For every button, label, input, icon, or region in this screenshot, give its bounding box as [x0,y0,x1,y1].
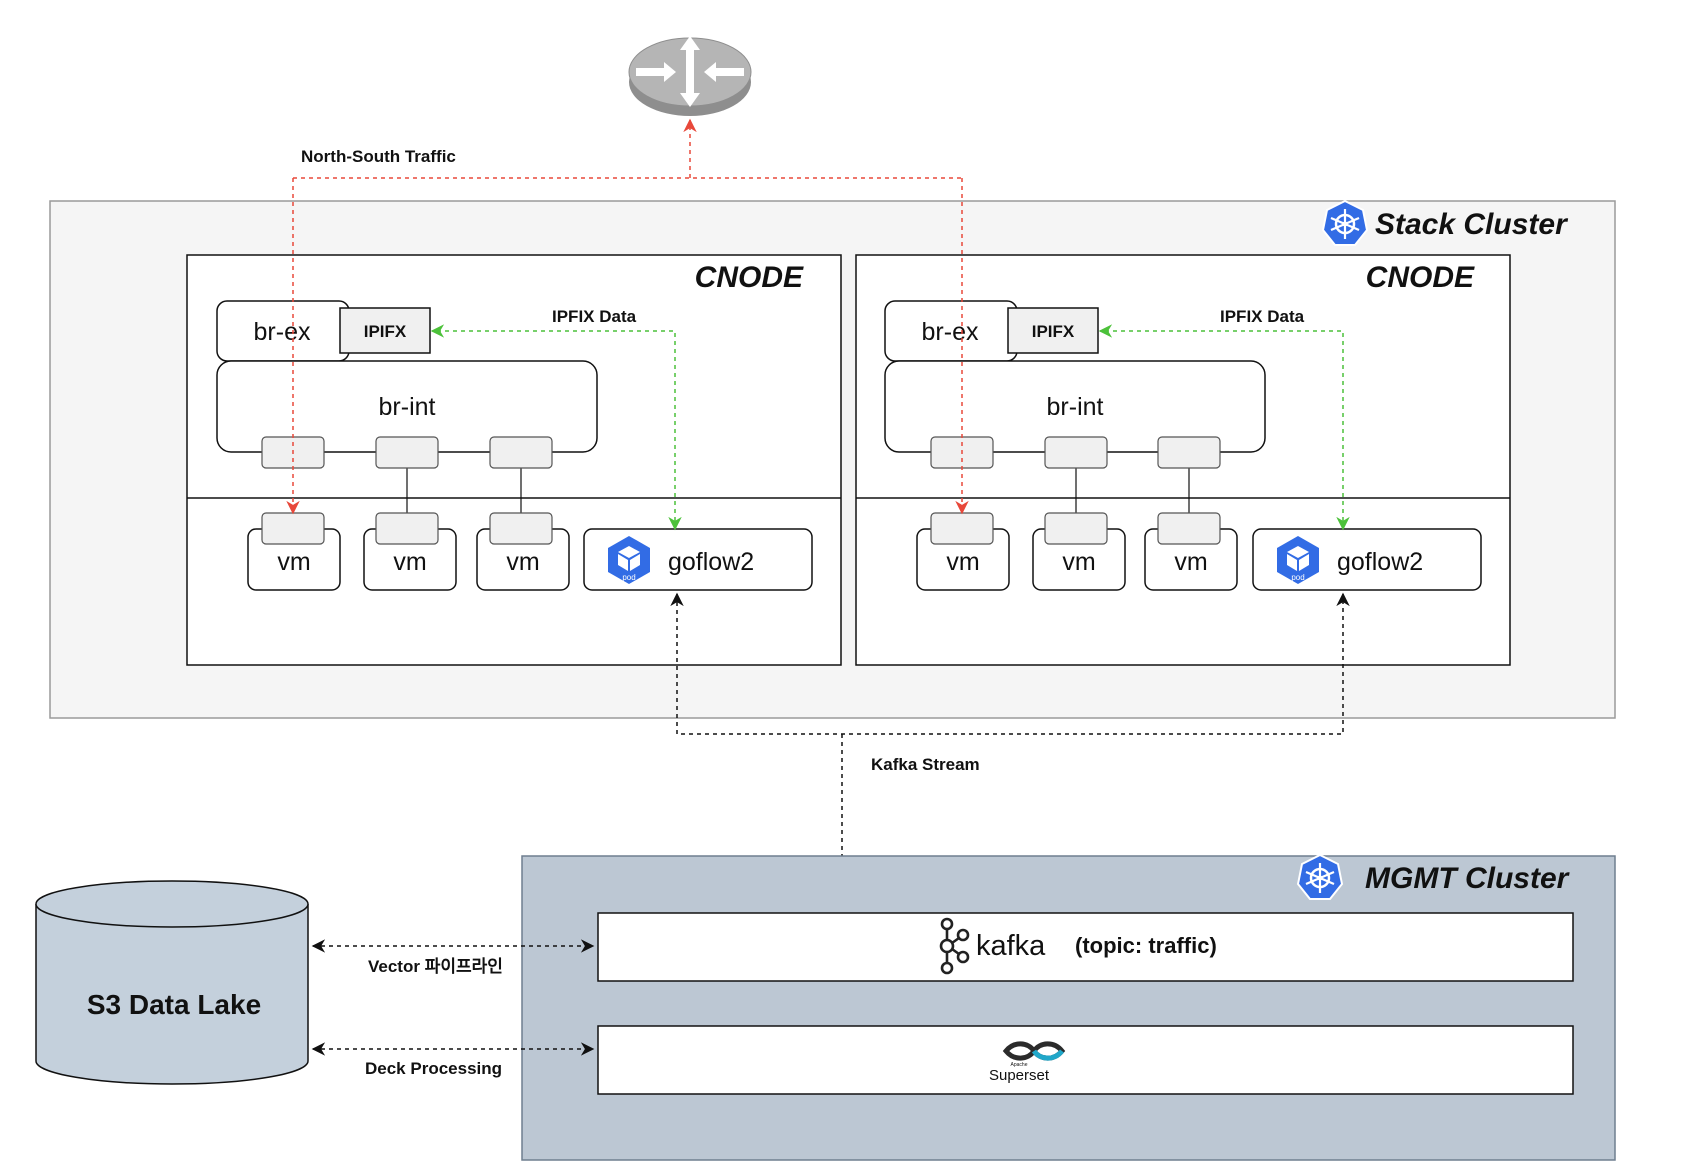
router-icon [628,36,752,116]
cnode-2: CNODE br-ex IPIFX br-int vm vm vm pod go… [855,254,1511,666]
north-south-label: North-South Traffic [301,147,456,166]
vector-pipeline-label: Vector 파이프라인 [368,957,503,976]
ipfix-data-arrow [1098,324,1350,531]
svg-text:pod: pod [1291,573,1304,582]
br-ex-label: br-ex [922,318,979,346]
pod-icon: pod [1277,536,1319,584]
goflow2-label: goflow2 [668,548,754,576]
br-int-port [1157,436,1221,469]
ipfix-data-label: IPFIX Data [552,307,637,326]
cnode-title: CNODE [695,261,804,294]
kafka-topic-label: (topic: traffic) [1075,933,1217,958]
deck-processing-label: Deck Processing [365,1059,502,1078]
data-lake-label: S3 Data Lake [87,989,261,1020]
stack-cluster-title: Stack Cluster [1375,208,1569,241]
kafka-label: kafka [976,930,1046,962]
pod-icon: pod [608,536,650,584]
superset-label: Superset [989,1067,1050,1084]
kafka-logo-icon [939,917,970,975]
mgmt-cluster: MGMT Cluster kafka (topic: traffic) Apac… [521,853,1616,1161]
vm-label: vm [277,548,310,576]
superset-box [597,1025,1574,1095]
ipfix-label: IPIFX [364,322,407,341]
br-int-port [1044,436,1108,469]
vm-label: vm [393,548,426,576]
superset-small-label: Apache [1011,1062,1028,1068]
ipfix-label: IPIFX [1032,322,1075,341]
kubernetes-icon [1321,199,1369,246]
s3-data-lake: S3 Data Lake [35,880,309,1085]
vm-port [1157,512,1221,545]
mgmt-cluster-title: MGMT Cluster [1365,862,1571,895]
vm-port [489,512,553,545]
cnode-1: CNODE br-ex IPIFX br-int vm vm vm pod go… [186,254,842,666]
vm-port [375,512,439,545]
vm-label: vm [506,548,539,576]
br-int-label: br-int [1047,393,1104,421]
ipfix-data-label: IPFIX Data [1220,307,1305,326]
vm-port [1044,512,1108,545]
br-ex-label: br-ex [254,318,311,346]
br-int-label: br-int [379,393,436,421]
ipfix-box [1007,307,1099,354]
kafka-stream-loop [670,592,1350,735]
ipfix-data-arrow [430,324,682,531]
br-int-port [375,436,439,469]
vm-port [261,512,325,545]
goflow2-label: goflow2 [1337,548,1423,576]
vm-port [930,512,994,545]
ipfix-box [339,307,431,354]
vm-label: vm [1174,548,1207,576]
cnode-title: CNODE [1366,261,1475,294]
svg-text:pod: pod [622,573,635,582]
vm-label: vm [946,548,979,576]
superset-logo-icon [1002,1041,1066,1061]
kafka-stream-label: Kafka Stream [871,755,980,774]
br-int-port [489,436,553,469]
kafka-box [597,912,1574,982]
kubernetes-icon [1296,853,1344,900]
vm-label: vm [1062,548,1095,576]
